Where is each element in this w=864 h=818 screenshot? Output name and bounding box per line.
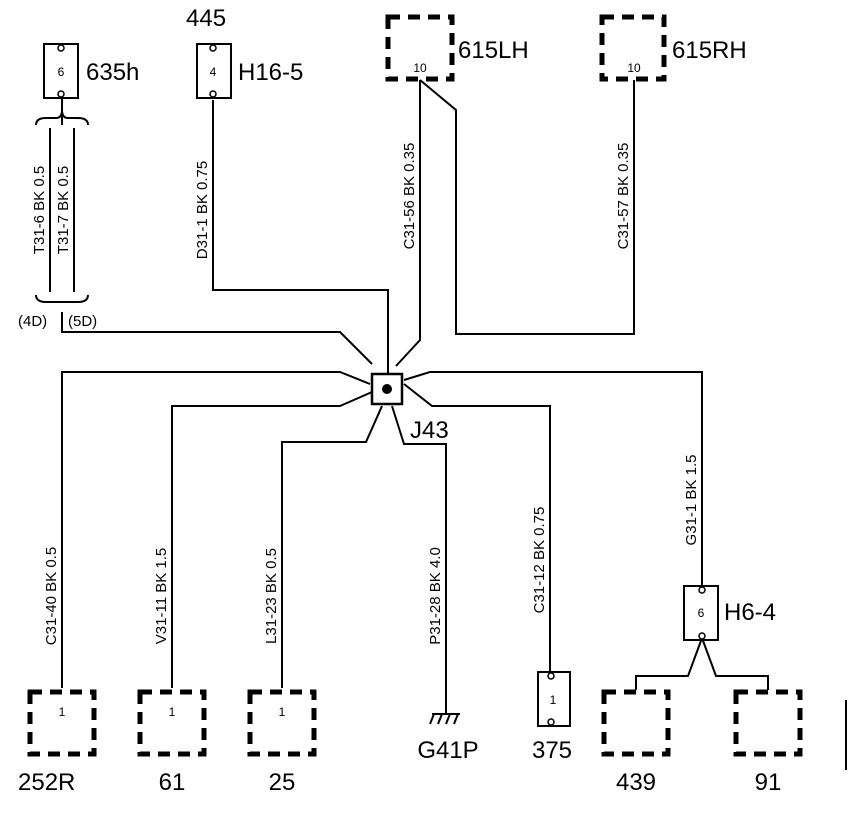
wire-label-t31-7: T31-7 BK 0.5 [55,166,72,254]
wire-label-p31-28: P31-28 BK 4.0 [427,547,444,645]
connector-615rh: 10 615RH [599,14,747,82]
connector-25: 1 25 [247,689,317,796]
variant-4d-label: (4D) [18,313,47,330]
wire-label-d31-1: D31-1 BK 0.75 [194,161,211,259]
connector-439: 439 [601,689,671,796]
connector-61: 1 61 [137,689,207,796]
wire-label-l31-23: L31-23 BK 0.5 [263,548,280,644]
connector-91: 91 [733,689,803,796]
connector-445-label: H16-5 [238,59,303,86]
ground-symbol [429,713,460,725]
wire-label-t31-6: T31-6 BK 0.5 [31,166,48,254]
connector-375: 1 375 [532,671,572,764]
wire-label-c31-57: C31-57 BK 0.35 [615,143,632,250]
connector-615lh-label: 615LH [458,37,529,64]
ground-label: G41P [417,737,478,764]
wire-label-g31-1: G31-1 BK 1.5 [683,455,700,546]
splice-j43: J43 [370,372,449,444]
connector-91-label: 91 [755,769,782,796]
wire-label-c31-40: C31-40 BK 0.5 [43,547,60,645]
variant-5d-label: (5D) [68,313,97,330]
wire-label-c31-56: C31-56 BK 0.35 [401,143,418,250]
splice-label: J43 [410,417,449,444]
connector-25-label: 25 [269,769,296,796]
connector-635h-label: 635h [86,59,139,86]
wire-label-c31-12: C31-12 BK 0.75 [531,507,548,614]
connector-375-pin: 1 [550,693,557,707]
connector-375-label: 375 [532,737,572,764]
connector-h6-4-pin: 6 [698,606,705,620]
connector-61-pin: 1 [169,705,176,719]
connector-61-label: 61 [159,769,186,796]
wire-lines [35,79,847,770]
ground-g41p: G41P [417,737,478,764]
wire-label-v31-11: V31-11 BK 1.5 [153,548,170,644]
connector-445: 445 4 H16-5 [186,5,303,99]
connector-h6-4-label: H6-4 [724,599,776,626]
connector-25-pin: 1 [279,705,286,719]
connector-635h-pin: 6 [58,65,65,79]
connector-439-label: 439 [616,769,656,796]
connector-445-number: 445 [186,5,226,32]
connector-252r-label: 252R [18,769,75,796]
connector-615lh-pin: 10 [413,61,427,75]
connector-615rh-label: 615RH [672,37,747,64]
connector-252r: 1 252R [18,689,97,796]
connector-h6-4: 6 H6-4 [683,585,776,641]
connector-635h: 6 635h [43,43,139,99]
connector-615rh-pin: 10 [627,61,641,75]
connector-252r-pin: 1 [59,705,66,719]
connector-615lh: 10 615LH [385,14,529,82]
connector-445-pin: 4 [210,65,217,79]
